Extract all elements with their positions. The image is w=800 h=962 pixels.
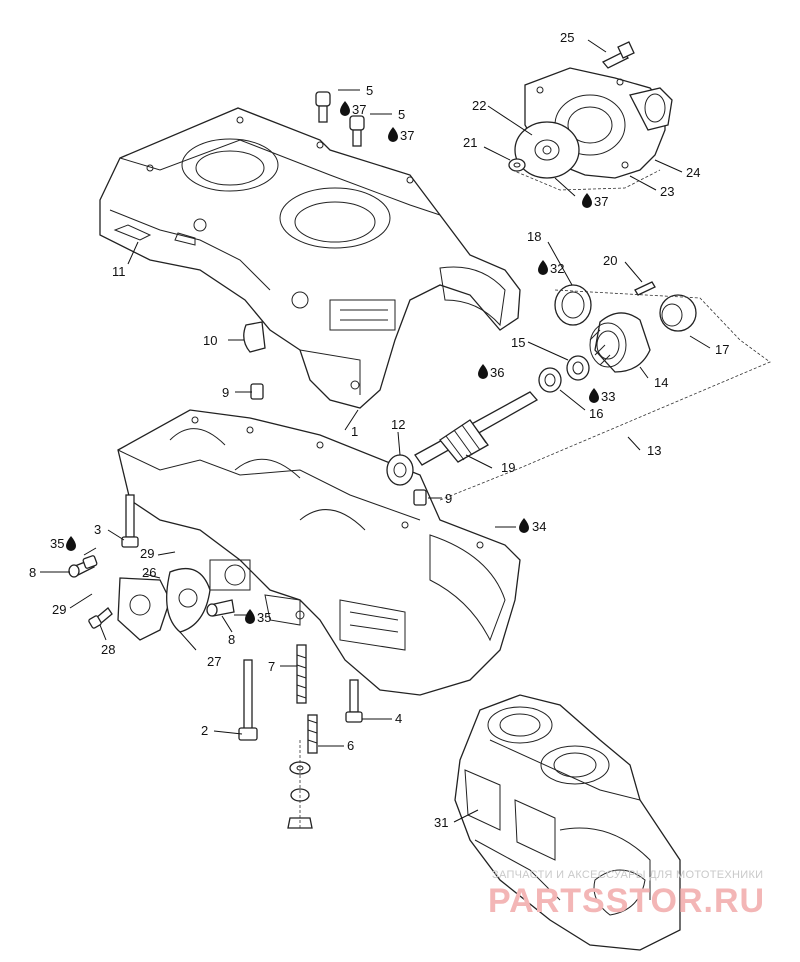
callout-35-a: 35 [50, 536, 64, 551]
plug-29 [82, 555, 98, 569]
stud-6 [307, 714, 318, 754]
lower-crankcase [117, 409, 521, 696]
callout-24: 24 [686, 165, 700, 180]
pump-bolt-25 [601, 41, 635, 69]
callout-20: 20 [603, 253, 617, 268]
drop-icon [582, 193, 592, 208]
callout-8-b: 8 [228, 632, 235, 647]
callout-29-b: 29 [140, 546, 154, 561]
callout-15: 15 [511, 335, 525, 350]
screw-28 [88, 607, 113, 629]
callout-18: 18 [527, 229, 541, 244]
callout-4: 4 [395, 711, 402, 726]
callout-27: 27 [207, 654, 221, 669]
drop-icon [538, 260, 548, 275]
callout-7: 7 [268, 659, 275, 674]
callout-1: 1 [351, 424, 358, 439]
cover-17 [659, 294, 697, 332]
callout-9-a: 9 [222, 385, 229, 400]
callout-36: 36 [490, 365, 504, 380]
bearing-15 [566, 355, 590, 381]
callout-29-a: 29 [52, 602, 66, 617]
callout-9-b: 9 [445, 491, 452, 506]
callout-37-a: 37 [352, 102, 366, 117]
leader-lines [40, 39, 711, 823]
drop-icon [388, 127, 398, 142]
oil-seal-18 [554, 284, 592, 326]
drop-icon [589, 388, 599, 403]
bearing-16 [538, 367, 562, 393]
drop-icon [340, 101, 350, 116]
callout-26: 26 [142, 565, 156, 580]
callout-17: 17 [715, 342, 729, 357]
callout-25: 25 [560, 30, 574, 45]
callout-22: 22 [472, 98, 486, 113]
pump-bushing-14 [589, 312, 651, 373]
bolt-5b [349, 115, 365, 147]
drop-icon [519, 518, 529, 533]
callout-12: 12 [391, 417, 405, 432]
pump-shaft-13 [414, 391, 539, 466]
upper-crankcase [99, 107, 521, 409]
drop-icon [478, 364, 488, 379]
callout-19: 19 [501, 460, 515, 475]
drop-icon [66, 536, 76, 551]
drop-icon [245, 609, 255, 624]
bolt-3 [121, 494, 139, 548]
oil-pump-26 [117, 567, 211, 641]
callout-2: 2 [201, 723, 208, 738]
callout-3: 3 [94, 522, 101, 537]
bolt-2 [238, 659, 258, 741]
callout-33: 33 [601, 389, 615, 404]
callout-28: 28 [101, 642, 115, 657]
bolt-5a [315, 91, 331, 123]
stud-7 [296, 644, 307, 704]
fitting-8b [206, 599, 235, 617]
callout-11: 11 [112, 264, 126, 279]
callout-31: 31 [434, 815, 448, 830]
callout-21: 21 [463, 135, 477, 150]
lubricant-callouts: 32 33 34 35 35 36 37 37 37 [50, 101, 615, 625]
callout-14: 14 [654, 375, 668, 390]
bolt-4 [345, 679, 363, 723]
callout-37-c: 37 [594, 194, 608, 209]
callout-8-a: 8 [29, 565, 36, 580]
callout-5-a: 5 [366, 83, 373, 98]
callout-10: 10 [203, 333, 217, 348]
dowel-pin-9-lower [413, 489, 427, 506]
screw-20 [634, 281, 656, 296]
callout-16: 16 [589, 406, 603, 421]
pump-cover-plate [514, 121, 580, 179]
callout-37-b: 37 [400, 128, 414, 143]
watermark-logo: PARTSSTOR.RU [488, 882, 765, 920]
watermark: ЗАПЧАСТИ И АКСЕССУАРЫ ДЛЯ МОТОТЕХНИКИ PA… [488, 869, 765, 920]
washer-stack [287, 740, 313, 830]
callout-32: 32 [550, 261, 564, 276]
callout-23: 23 [660, 184, 674, 199]
pump-washer [508, 158, 526, 172]
bearing-12 [386, 454, 414, 486]
engine-overview-31 [454, 694, 681, 951]
watermark-tagline: ЗАПЧАСТИ И АКСЕССУАРЫ ДЛЯ МОТОТЕХНИКИ [492, 869, 763, 881]
grommet-10 [243, 321, 266, 353]
callout-13: 13 [647, 443, 661, 458]
dowel-pin-9-upper [250, 383, 264, 400]
callout-6: 6 [347, 738, 354, 753]
callout-5-b: 5 [398, 107, 405, 122]
callout-34: 34 [532, 519, 546, 534]
callout-35-b: 35 [257, 610, 271, 625]
callout-labels: 1 2 3 4 5 5 6 7 8 8 9 9 10 11 12 13 14 1… [29, 30, 729, 830]
